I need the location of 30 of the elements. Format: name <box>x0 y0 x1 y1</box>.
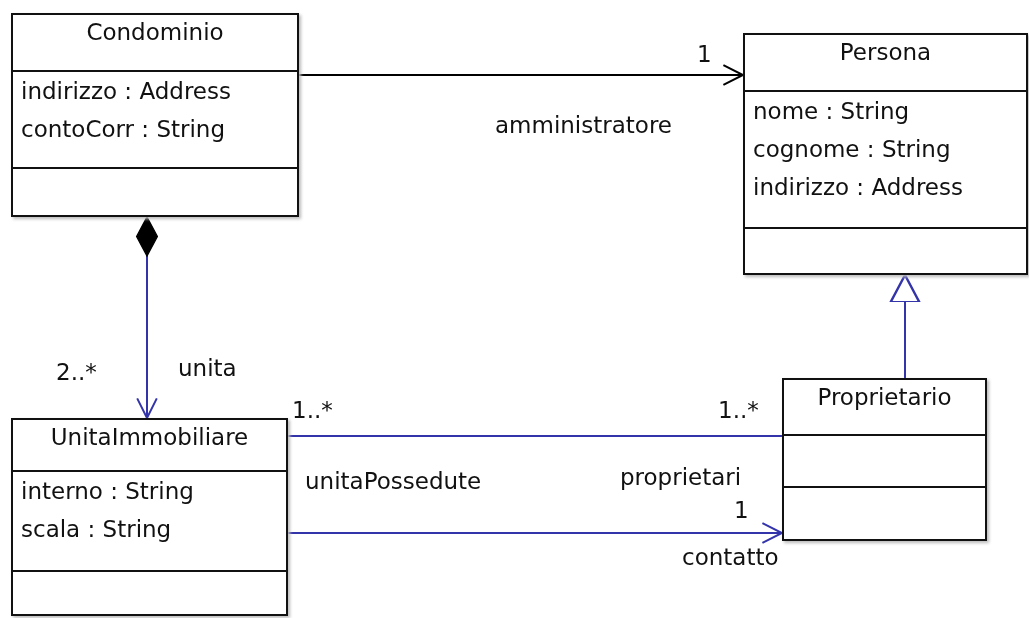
multiplicity-label: 1 <box>734 496 749 524</box>
association-arrow <box>298 64 744 86</box>
attribute-text: indirizzo : Address <box>20 77 232 106</box>
class-name: UnitaImmobiliare <box>49 424 250 450</box>
role-name-label: unitaPossedute <box>305 467 482 495</box>
class-box <box>11 13 299 217</box>
class-box <box>743 33 1028 275</box>
association-line <box>287 435 783 437</box>
association-arrow <box>287 522 783 544</box>
class-name: Condominio <box>85 19 225 45</box>
class-name: Proprietario <box>816 384 953 410</box>
composition-arrow <box>135 216 159 419</box>
role-name-label: amministratore <box>495 111 672 139</box>
attribute-text: indirizzo : Address <box>752 173 964 202</box>
attribute-text: scala : String <box>20 515 173 544</box>
role-name-label: proprietari <box>620 463 742 491</box>
multiplicity-label: 1 <box>697 40 712 68</box>
class-name: Persona <box>838 39 933 65</box>
multiplicity-label: 1..* <box>718 396 759 424</box>
attribute-text: cognome : String <box>752 135 952 164</box>
class-box <box>782 378 987 541</box>
generalization-arrow <box>889 273 921 379</box>
class-box <box>11 418 288 616</box>
multiplicity-label: 1..* <box>292 396 333 424</box>
attribute-text: nome : String <box>752 97 911 126</box>
role-name-label: contatto <box>682 543 779 571</box>
multiplicity-label: 2..* <box>56 358 97 386</box>
role-name-label: unita <box>178 354 237 382</box>
attribute-text: interno : String <box>20 477 195 506</box>
attribute-text: contoCorr : String <box>20 115 227 144</box>
